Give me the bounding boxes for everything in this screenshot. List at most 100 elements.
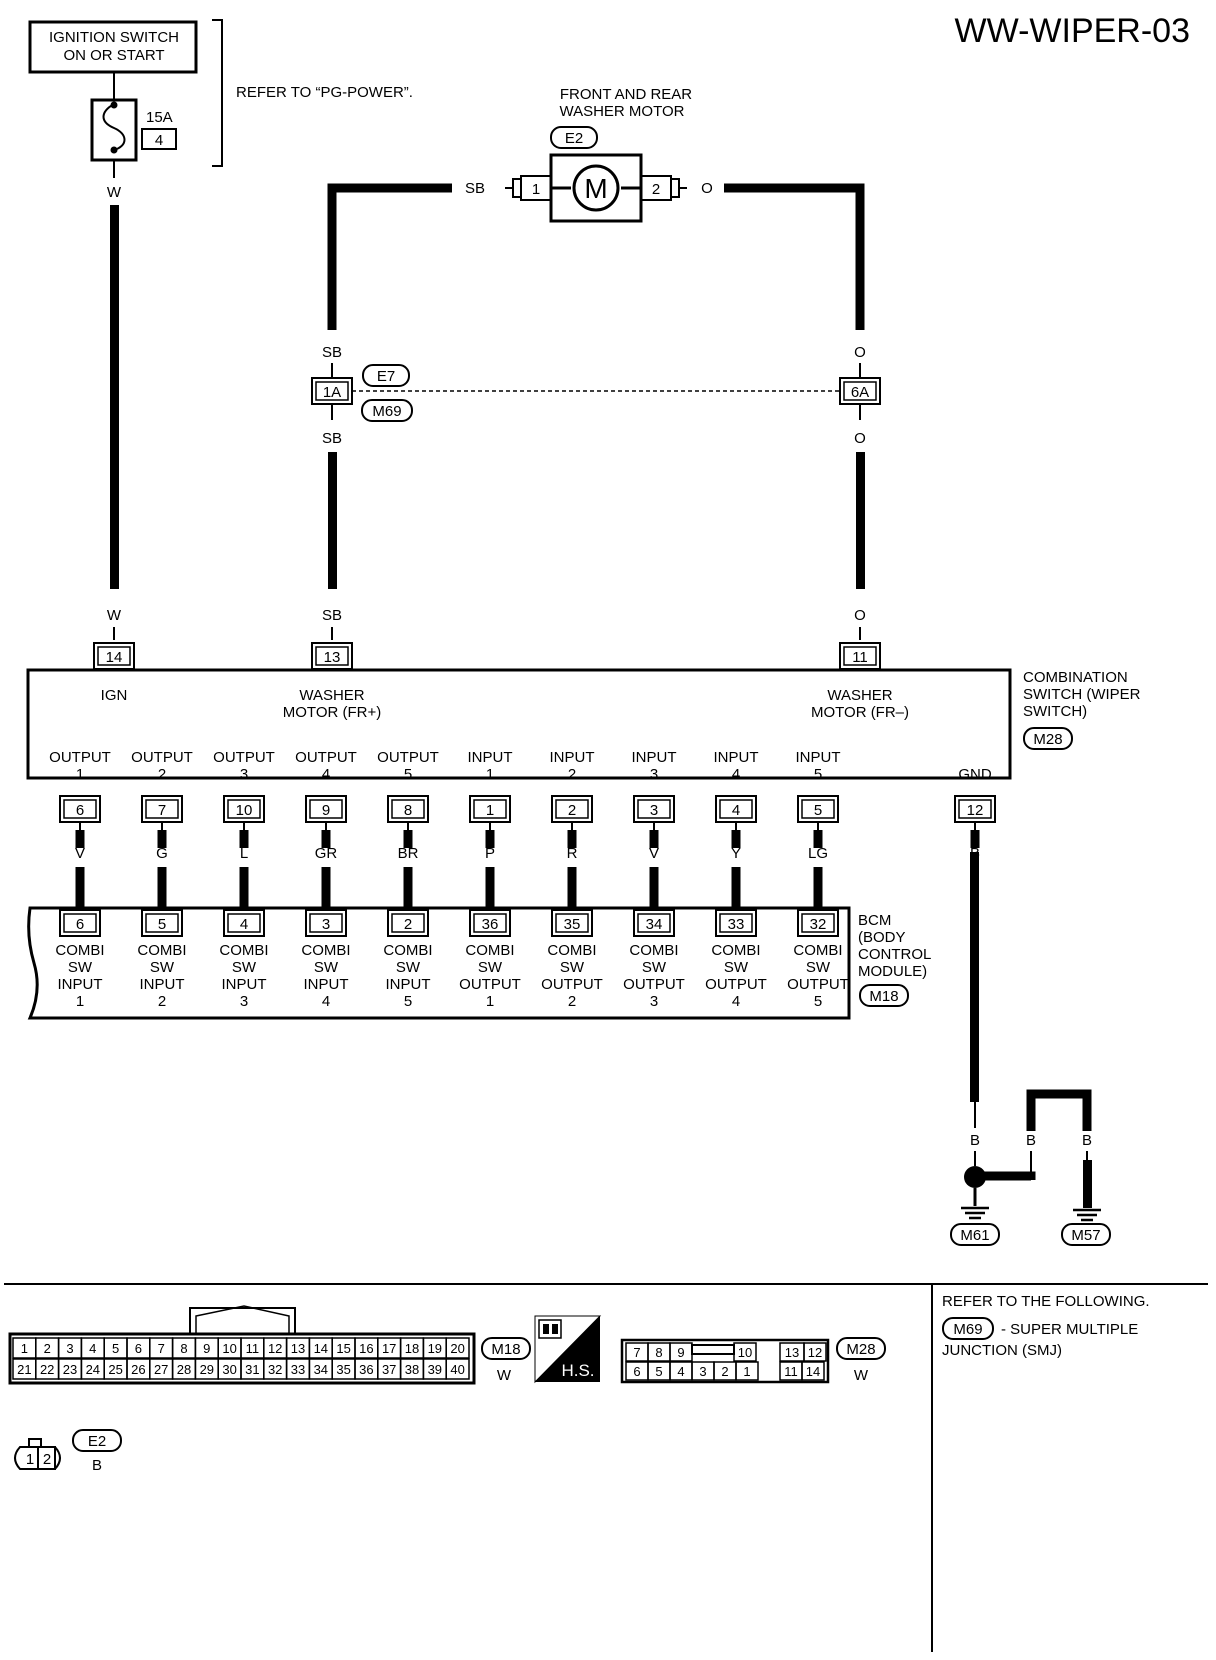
wire-sb-lower: [328, 452, 337, 589]
wire-stub-upper-3: [321, 830, 331, 848]
wire-stub-upper-4: [403, 830, 413, 848]
m18-cell-20: 20: [450, 1341, 464, 1356]
combi-top-pin-2: 11: [839, 642, 881, 670]
bcm-pin-label-8-0: COMBI: [711, 942, 760, 959]
combi-bottom-pin-0-number: 6: [76, 802, 84, 819]
combi-top-pin-2-number: 11: [852, 649, 868, 666]
bcm-label-2: (BODY: [858, 929, 906, 946]
bcm-label-3: CONTROL: [858, 946, 931, 963]
m28-cell-row2-5: 1: [743, 1364, 750, 1379]
combi-bottom-pin-6: 2: [551, 795, 593, 823]
ignition-switch-label-2: ON OR START: [63, 47, 164, 64]
fuse-number: 4: [155, 132, 163, 149]
wire-color-w-top: W: [107, 184, 122, 201]
wire-stub-upper-1: [157, 830, 167, 848]
bcm-label-4: MODULE): [858, 963, 927, 980]
bcm-pin-label-2-2: INPUT: [222, 976, 267, 993]
wire-color-b-ground-1: B: [970, 1132, 980, 1149]
wire-color-combi-4: BR: [398, 845, 419, 862]
fuse-rating: 15A: [146, 109, 173, 126]
combination-switch-label-3: SWITCH): [1023, 703, 1087, 720]
connector-view-m18-badge: [481, 1337, 531, 1360]
m28-cell-row2-6: 11: [784, 1364, 798, 1379]
m28-cell-row2-7: 14: [806, 1364, 820, 1379]
splice-point: [964, 1166, 986, 1188]
bcm-pin-3-number: 3: [322, 916, 330, 933]
wire-color-o-motor: O: [701, 180, 713, 197]
m18-cell-31: 31: [245, 1362, 259, 1377]
wire-stub-upper-0: [75, 830, 85, 848]
wire-stub-lower-4: [403, 867, 413, 909]
combi-bottom-pin-2: 10: [223, 795, 265, 823]
washer-motor-pin-1: 1: [512, 175, 552, 201]
combi-bottom-pin-7-number: 3: [650, 802, 658, 819]
wire-w: [110, 205, 119, 589]
combi-output-label-2: OUTPUT: [213, 749, 275, 766]
m18-cell-25: 25: [108, 1362, 122, 1377]
m18-cell-22: 22: [40, 1362, 54, 1377]
m28-cell-row2-1: 5: [655, 1364, 662, 1379]
svg-text:1A: 1A: [323, 384, 341, 401]
connector-view-m18-color: W: [497, 1367, 512, 1384]
combi-bottom-pin-1: 7: [141, 795, 183, 823]
m28-cell-row2-0: 6: [633, 1364, 640, 1379]
connector-badge-e2: [550, 126, 598, 149]
wire-color-combi-5: P: [485, 845, 495, 862]
m28-cell-row1-0: 7: [633, 1345, 640, 1360]
wire-stub-lower-9: [813, 867, 823, 909]
bcm-pin-label-4-3: 5: [404, 993, 412, 1010]
combi-bottom-pin-9: 5: [797, 795, 839, 823]
m18-cell-11: 11: [246, 1341, 260, 1356]
m18-cell-28: 28: [177, 1362, 191, 1377]
ground-symbol-m57: [1073, 1208, 1101, 1222]
wire-color-w-bottom: W: [107, 607, 122, 624]
combi-output-num-3: 4: [322, 766, 330, 783]
m18-cell-23: 23: [63, 1362, 77, 1377]
m18-cell-6: 6: [135, 1341, 142, 1356]
m18-cell-9: 9: [203, 1341, 210, 1356]
m18-cell-24: 24: [86, 1362, 100, 1377]
bcm-body: [27, 906, 851, 1020]
bcm-pin-label-0-0: COMBI: [55, 942, 104, 959]
combination-switch-bottom-pins: OUTPUT16VOUTPUT27GOUTPUT310LOUTPUT49GROU…: [49, 749, 996, 909]
wire-color-combi-1: G: [156, 845, 168, 862]
bcm-pin-label-5-3: 1: [486, 993, 494, 1010]
combi-top-label2-1: MOTOR (FR+): [283, 704, 381, 721]
m28-cell-row1-6: 13: [785, 1345, 799, 1360]
wire-stub-upper-7: [649, 830, 659, 848]
reference-line-2: JUNCTION (SMJ): [942, 1342, 1062, 1359]
ignition-switch-box: IGNITION SWITCH ON OR START: [28, 20, 198, 74]
washer-motor-title-1: FRONT AND REAR: [560, 86, 692, 103]
bcm-pin-5: 36: [469, 909, 511, 937]
combi-bottom-pin-0: 6: [59, 795, 101, 823]
bcm-pin-label-9-0: COMBI: [793, 942, 842, 959]
m18-cell-37: 37: [382, 1362, 396, 1377]
bcm-pin-7: 34: [633, 909, 675, 937]
bcm-pin-label-9-1: SW: [806, 959, 831, 976]
combi-bottom-pin-8: 4: [715, 795, 757, 823]
bcm-pin-label-0-2: INPUT: [58, 976, 103, 993]
reference-heading: REFER TO THE FOLLOWING.: [942, 1293, 1150, 1310]
wire-color-b-ground-2: B: [1026, 1132, 1036, 1149]
combi-bottom-pin-3-number: 9: [322, 802, 330, 819]
harness-side-icon: H.S.: [534, 1315, 602, 1384]
m18-cell-18: 18: [405, 1341, 419, 1356]
wire-o-upper: [724, 183, 865, 330]
m18-cell-16: 16: [359, 1341, 373, 1356]
connector-view-e2-badge: [72, 1429, 122, 1452]
wire-color-combi-2: L: [240, 845, 248, 862]
m18-cell-1: 1: [21, 1341, 28, 1356]
m18-cell-27: 27: [154, 1362, 168, 1377]
combi-bottom-pin-6-number: 2: [568, 802, 576, 819]
m28-cell-row1-4: 10: [738, 1345, 752, 1360]
wire-stub-lower-0: [75, 867, 85, 909]
bcm-pin-2: 4: [223, 909, 265, 937]
combi-output-label-8: INPUT: [714, 749, 759, 766]
bcm-pin-label-4-1: SW: [396, 959, 421, 976]
m18-cell-4: 4: [89, 1341, 96, 1356]
bcm-pin-label-5-0: COMBI: [465, 942, 514, 959]
connector-badge-m28: [1023, 727, 1073, 750]
combi-output-label-9: INPUT: [796, 749, 841, 766]
combi-output-label-5: INPUT: [468, 749, 513, 766]
connector-view-e2-name: E2: [88, 1433, 106, 1450]
